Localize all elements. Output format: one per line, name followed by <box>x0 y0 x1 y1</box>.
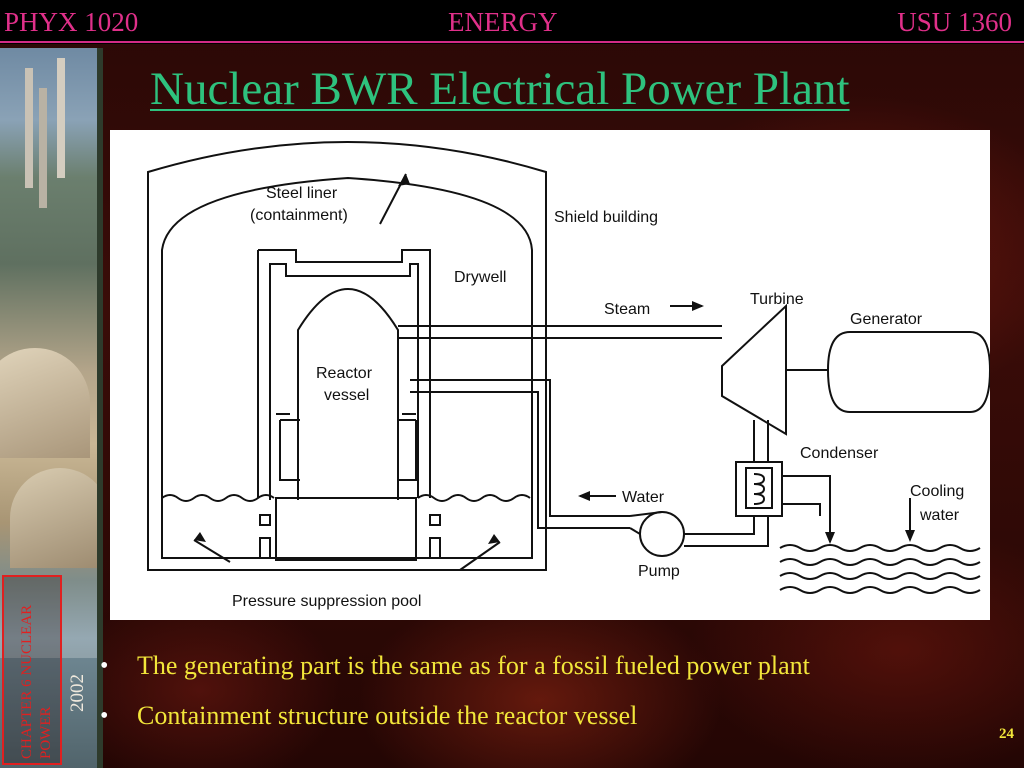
power-plant-photo <box>0 48 103 768</box>
label-steam: Steam <box>604 301 650 318</box>
bwr-diagram: Steel liner (containment) Shield buildin… <box>110 130 992 620</box>
label-reactor: Reactor <box>316 365 373 382</box>
label-turbine: Turbine <box>750 291 804 308</box>
bullet-item: • The generating part is the same as for… <box>100 650 1024 700</box>
label-cooling-water: water <box>919 507 960 524</box>
bullet-list: • The generating part is the same as for… <box>100 650 1024 750</box>
bullet-text: Containment structure outside the reacto… <box>137 701 638 730</box>
course-code: PHYX 1020 <box>4 7 139 37</box>
label-pump: Pump <box>638 563 680 580</box>
course-code-alt: USU 1360 <box>897 7 1012 37</box>
page-number: 24 <box>999 726 1014 742</box>
year-label-box: 2002 <box>63 650 93 712</box>
bullet-text: The generating part is the same as for a… <box>137 651 810 680</box>
label-condenser: Condenser <box>800 445 879 462</box>
bwr-schematic: Steel liner (containment) Shield buildin… <box>147 141 992 610</box>
chapter-label-box: CHAPTER 6 NUCLEAR POWER <box>2 575 62 765</box>
label-drywell: Drywell <box>454 269 506 286</box>
label-containment: (containment) <box>250 207 348 224</box>
label-generator: Generator <box>850 311 923 328</box>
slide-title: Nuclear BWR Electrical Power Plant <box>150 63 850 115</box>
bullet-item: • Containment structure outside the reac… <box>100 700 1024 750</box>
label-vessel: vessel <box>324 387 369 404</box>
header-rule <box>0 41 1024 43</box>
slide-header: PHYX 1020 ENERGY USU 1360 <box>0 0 1024 44</box>
label-steel-liner: Steel liner <box>266 185 338 202</box>
year-label: 2002 <box>67 674 88 712</box>
bullet-dot: • <box>100 653 109 679</box>
label-cooling: Cooling <box>910 483 964 500</box>
bullet-dot: • <box>100 703 109 729</box>
label-shield-building: Shield building <box>554 209 658 226</box>
label-suppression-pool: Pressure suppression pool <box>232 593 421 610</box>
topic-label: ENERGY <box>448 7 558 37</box>
label-water: Water <box>622 489 665 506</box>
chapter-label: CHAPTER 6 NUCLEAR POWER <box>19 604 54 759</box>
